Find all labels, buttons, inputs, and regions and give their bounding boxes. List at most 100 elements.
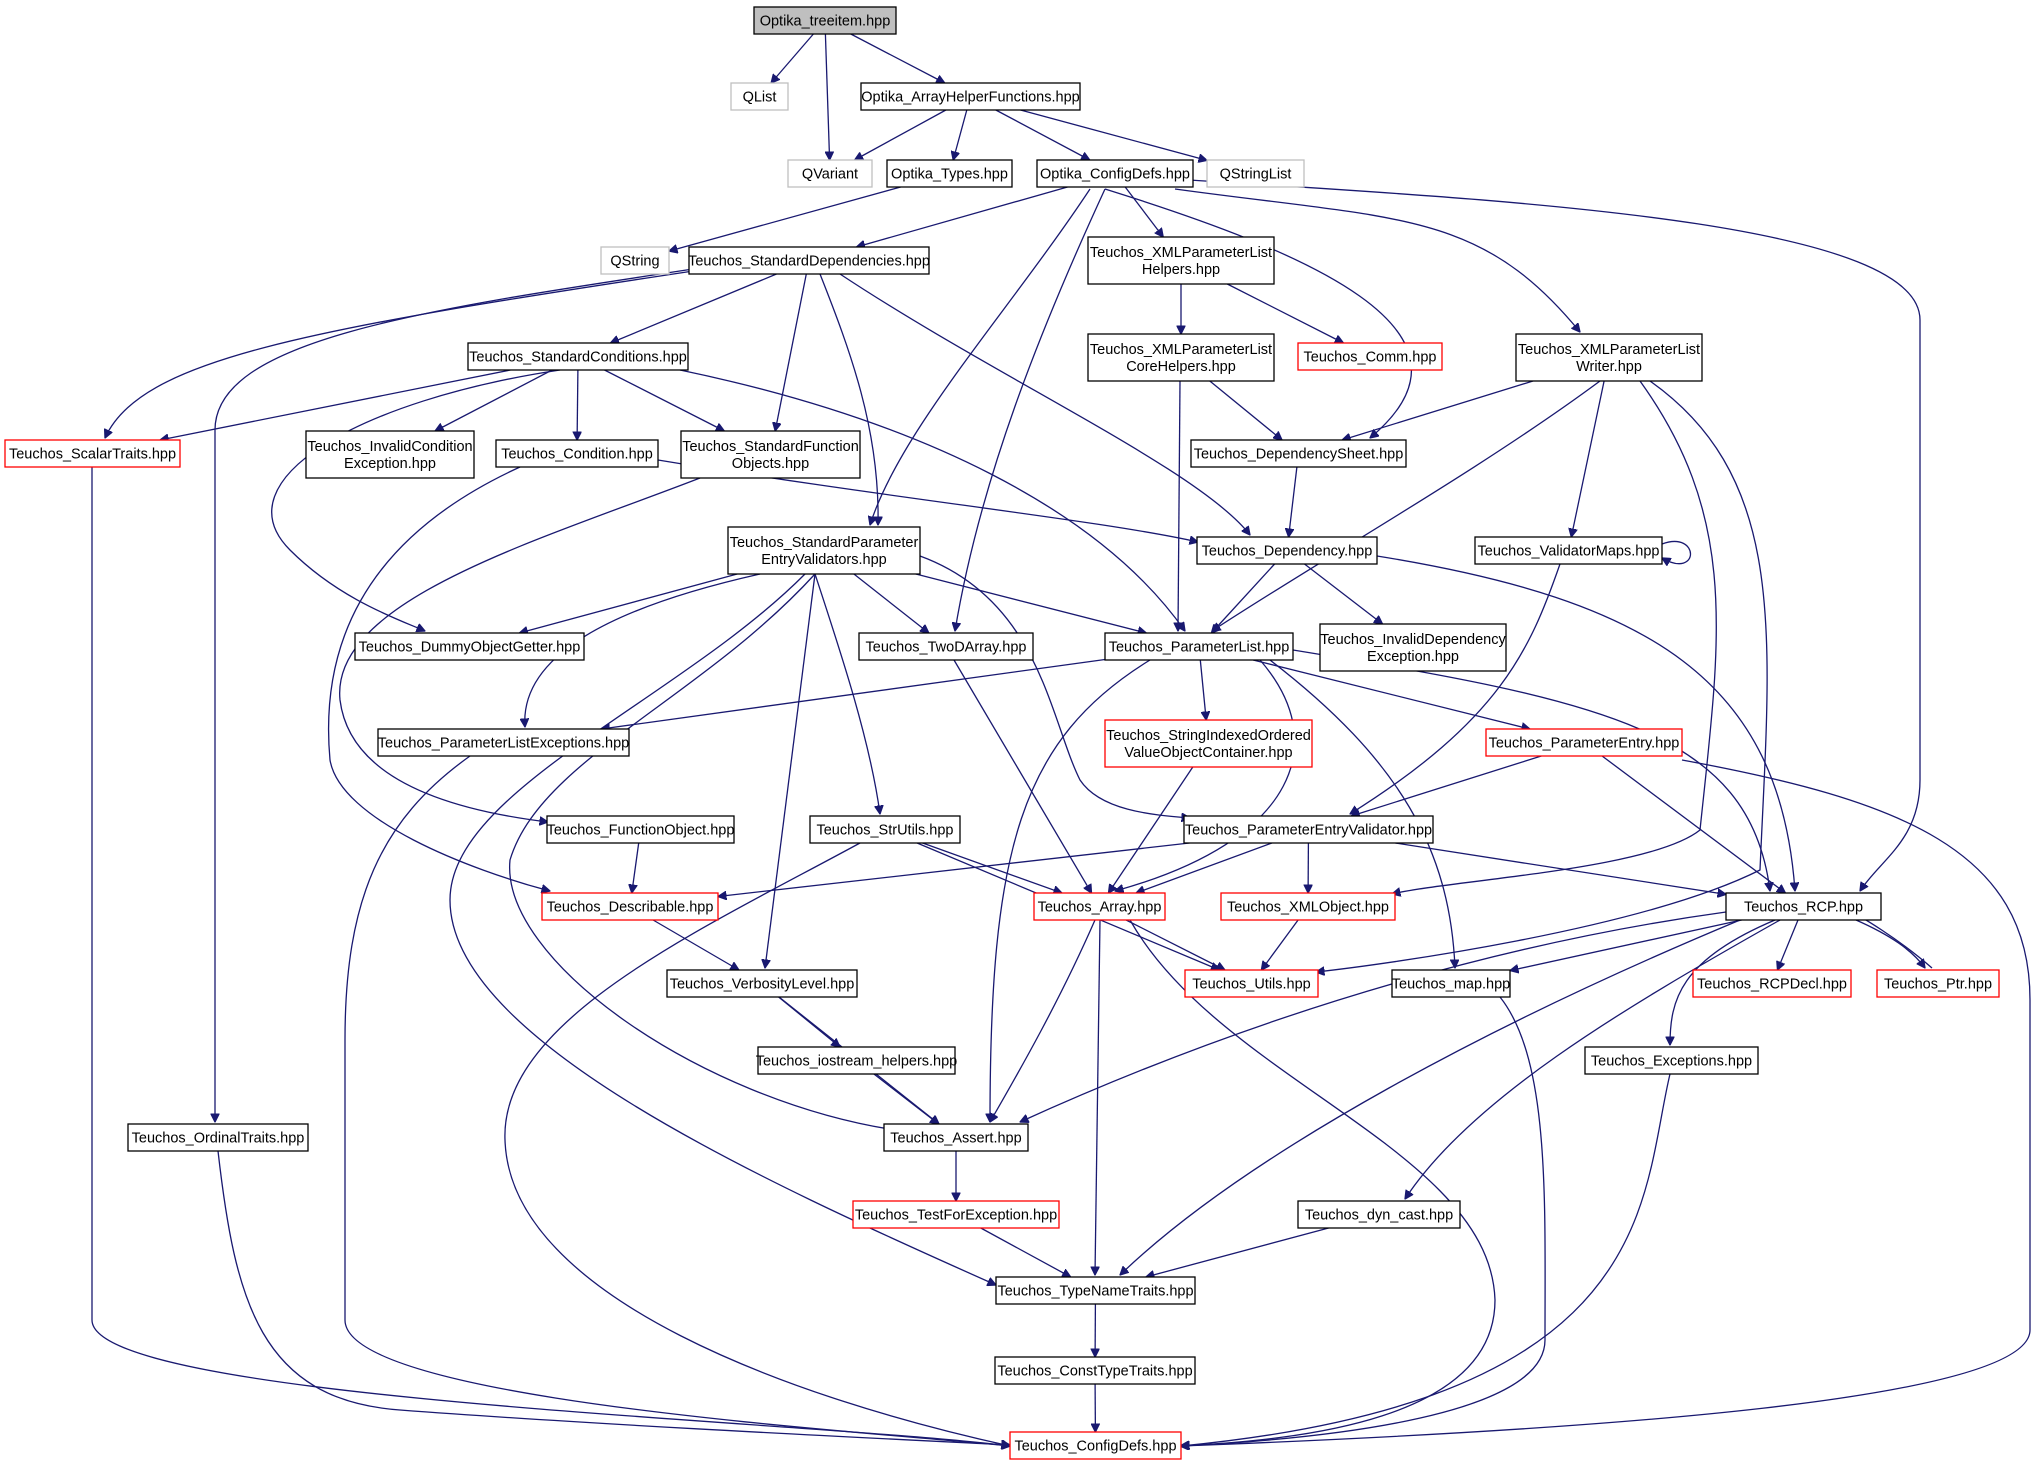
edge-root-to-qlist bbox=[771, 33, 814, 83]
node-box bbox=[787, 159, 873, 188]
node-label: Teuchos_StringIndexedOrdered bbox=[1106, 728, 1311, 744]
node-iostream[interactable]: Teuchos_iostream_helpers.hpp bbox=[756, 1046, 958, 1075]
node-label: Teuchos_StandardDependencies.hpp bbox=[688, 254, 930, 270]
node-qstringlist[interactable]: QStringList bbox=[1206, 159, 1305, 188]
node-box bbox=[1036, 159, 1194, 188]
node-typename[interactable]: Teuchos_TypeNameTraits.hpp bbox=[995, 1276, 1196, 1305]
node-configdefs[interactable]: Teuchos_ConfigDefs.hpp bbox=[1009, 1431, 1182, 1460]
edge-arrayhelper-to-optikaconfig bbox=[995, 109, 1090, 160]
node-twodarray[interactable]: Teuchos_TwoDArray.hpp bbox=[858, 632, 1034, 661]
node-label: Teuchos_ParameterEntry.hpp bbox=[1489, 736, 1680, 752]
node-rcpdecl[interactable]: Teuchos_RCPDecl.hpp bbox=[1692, 969, 1852, 998]
node-ordinal[interactable]: Teuchos_OrdinalTraits.hpp bbox=[127, 1123, 309, 1152]
node-root[interactable]: Optika_treeitem.hpp bbox=[753, 6, 897, 35]
node-label: Teuchos_StandardParameter bbox=[730, 535, 919, 551]
edge-paramentry-to-peval bbox=[1351, 755, 1542, 816]
node-box bbox=[757, 1046, 956, 1075]
node-funcobj[interactable]: Teuchos_FunctionObject.hpp bbox=[546, 815, 735, 844]
node-label: Teuchos_TwoDArray.hpp bbox=[866, 640, 1027, 656]
node-label: Teuchos_ParameterEntryValidator.hpp bbox=[1185, 823, 1432, 839]
edge-array-to-utils bbox=[1125, 919, 1225, 970]
edge-map-to-configdefs bbox=[1181, 996, 1546, 1446]
node-label: Teuchos_dyn_cast.hpp bbox=[1305, 1208, 1453, 1224]
node-map[interactable]: Teuchos_map.hpp bbox=[1391, 969, 1511, 998]
node-label: Teuchos_iostream_helpers.hpp bbox=[756, 1054, 958, 1070]
node-label: Teuchos_Exceptions.hpp bbox=[1591, 1054, 1752, 1070]
edge-xmlcore-to-depsheet bbox=[1209, 380, 1282, 440]
node-label: Teuchos_InvalidDependency bbox=[1320, 632, 1506, 648]
node-ptr[interactable]: Teuchos_Ptr.hpp bbox=[1876, 969, 2000, 998]
node-box bbox=[1515, 333, 1703, 382]
edge-rcp-to-typename bbox=[1120, 919, 1741, 1275]
node-validatormaps[interactable]: Teuchos_ValidatorMaps.hpp bbox=[1474, 536, 1663, 565]
node-condition[interactable]: Teuchos_Condition.hpp bbox=[495, 439, 659, 468]
node-label: Exception.hpp bbox=[1367, 649, 1459, 665]
node-box bbox=[666, 969, 858, 998]
node-qlist[interactable]: QList bbox=[730, 82, 789, 111]
node-rcp[interactable]: Teuchos_RCP.hpp bbox=[1725, 892, 1882, 921]
node-label: Teuchos_XMLObject.hpp bbox=[1227, 900, 1389, 916]
node-paramentry[interactable]: Teuchos_ParameterEntry.hpp bbox=[1485, 728, 1683, 757]
edge-paramentry-to-rcp bbox=[1601, 755, 1785, 893]
node-peval[interactable]: Teuchos_ParameterEntryValidator.hpp bbox=[1183, 815, 1434, 844]
node-label: Teuchos_Dependency.hpp bbox=[1202, 544, 1373, 560]
node-optikatypes[interactable]: Optika_Types.hpp bbox=[886, 159, 1013, 188]
node-strutils[interactable]: Teuchos_StrUtils.hpp bbox=[809, 815, 961, 844]
node-exceptions[interactable]: Teuchos_Exceptions.hpp bbox=[1584, 1046, 1759, 1075]
node-plexceptions[interactable]: Teuchos_ParameterListExceptions.hpp bbox=[377, 728, 630, 757]
node-consttype[interactable]: Teuchos_ConstTypeTraits.hpp bbox=[994, 1356, 1196, 1385]
node-arrayhelper[interactable]: Optika_ArrayHelperFunctions.hpp bbox=[860, 82, 1081, 111]
edge-xmlwriter-to-validatormaps bbox=[1571, 380, 1605, 537]
node-box bbox=[1196, 536, 1378, 565]
node-assert[interactable]: Teuchos_Assert.hpp bbox=[883, 1123, 1029, 1152]
node-box bbox=[852, 1200, 1060, 1229]
node-verbosity[interactable]: Teuchos_VerbosityLevel.hpp bbox=[666, 969, 858, 998]
node-stdparamval[interactable]: Teuchos_StandardParameterEntryValidators… bbox=[727, 526, 921, 575]
node-utils[interactable]: Teuchos_Utils.hpp bbox=[1184, 969, 1319, 998]
node-label: Objects.hpp bbox=[732, 456, 809, 472]
edge-dependency-to-paramlist bbox=[1211, 563, 1276, 633]
node-box bbox=[688, 246, 930, 275]
edge-peval-to-array bbox=[1136, 842, 1273, 893]
node-dummygetter[interactable]: Teuchos_DummyObjectGetter.hpp bbox=[354, 632, 585, 661]
node-scalartraits[interactable]: Teuchos_ScalarTraits.hpp bbox=[4, 439, 181, 468]
node-strindexed[interactable]: Teuchos_StringIndexedOrderedValueObjectC… bbox=[1104, 719, 1313, 768]
edge-xmlwriter-to-utils bbox=[1316, 380, 1768, 972]
edge-optikaconfig-to-rcp bbox=[1189, 179, 1921, 891]
node-label: Optika_ConfigDefs.hpp bbox=[1040, 167, 1190, 183]
edge-dyncast-to-typename bbox=[1146, 1227, 1329, 1277]
edge-stdconds-to-dummygetter bbox=[271, 369, 561, 631]
node-xmlobject[interactable]: Teuchos_XMLObject.hpp bbox=[1220, 892, 1396, 921]
node-label: Teuchos_Array.hpp bbox=[1038, 900, 1162, 916]
node-depsheet[interactable]: Teuchos_DependencySheet.hpp bbox=[1190, 439, 1407, 468]
node-box bbox=[994, 1356, 1196, 1385]
node-label: EntryValidators.hpp bbox=[761, 552, 886, 568]
edge-stddeps-to-scalartraits bbox=[105, 269, 701, 438]
node-label: Teuchos_StrUtils.hpp bbox=[816, 823, 953, 839]
node-dyncast[interactable]: Teuchos_dyn_cast.hpp bbox=[1297, 1200, 1461, 1229]
node-optikaconfig[interactable]: Optika_ConfigDefs.hpp bbox=[1036, 159, 1194, 188]
node-qstring[interactable]: QString bbox=[600, 246, 670, 275]
node-describable[interactable]: Teuchos_Describable.hpp bbox=[541, 892, 719, 921]
node-qvariant[interactable]: QVariant bbox=[787, 159, 873, 188]
node-stdconds[interactable]: Teuchos_StandardConditions.hpp bbox=[467, 342, 689, 371]
node-testforexc[interactable]: Teuchos_TestForException.hpp bbox=[852, 1200, 1060, 1229]
node-array[interactable]: Teuchos_Array.hpp bbox=[1033, 892, 1166, 921]
node-label: Helpers.hpp bbox=[1142, 262, 1220, 278]
edge-validatormaps-to-validatormaps bbox=[1662, 541, 1692, 563]
edge-stdparamval-to-typename bbox=[449, 573, 996, 1285]
node-dependency[interactable]: Teuchos_Dependency.hpp bbox=[1196, 536, 1378, 565]
node-paramlist[interactable]: Teuchos_ParameterList.hpp bbox=[1104, 632, 1294, 661]
node-stddeps[interactable]: Teuchos_StandardDependencies.hpp bbox=[688, 246, 930, 275]
edge-dependency-to-rcp bbox=[1376, 555, 1795, 891]
node-label: Teuchos_VerbosityLevel.hpp bbox=[670, 977, 855, 993]
node-comm[interactable]: Teuchos_Comm.hpp bbox=[1297, 342, 1443, 371]
edge-stdconds-to-scalartraits bbox=[160, 369, 511, 440]
node-label: Optika_treeitem.hpp bbox=[760, 14, 891, 30]
